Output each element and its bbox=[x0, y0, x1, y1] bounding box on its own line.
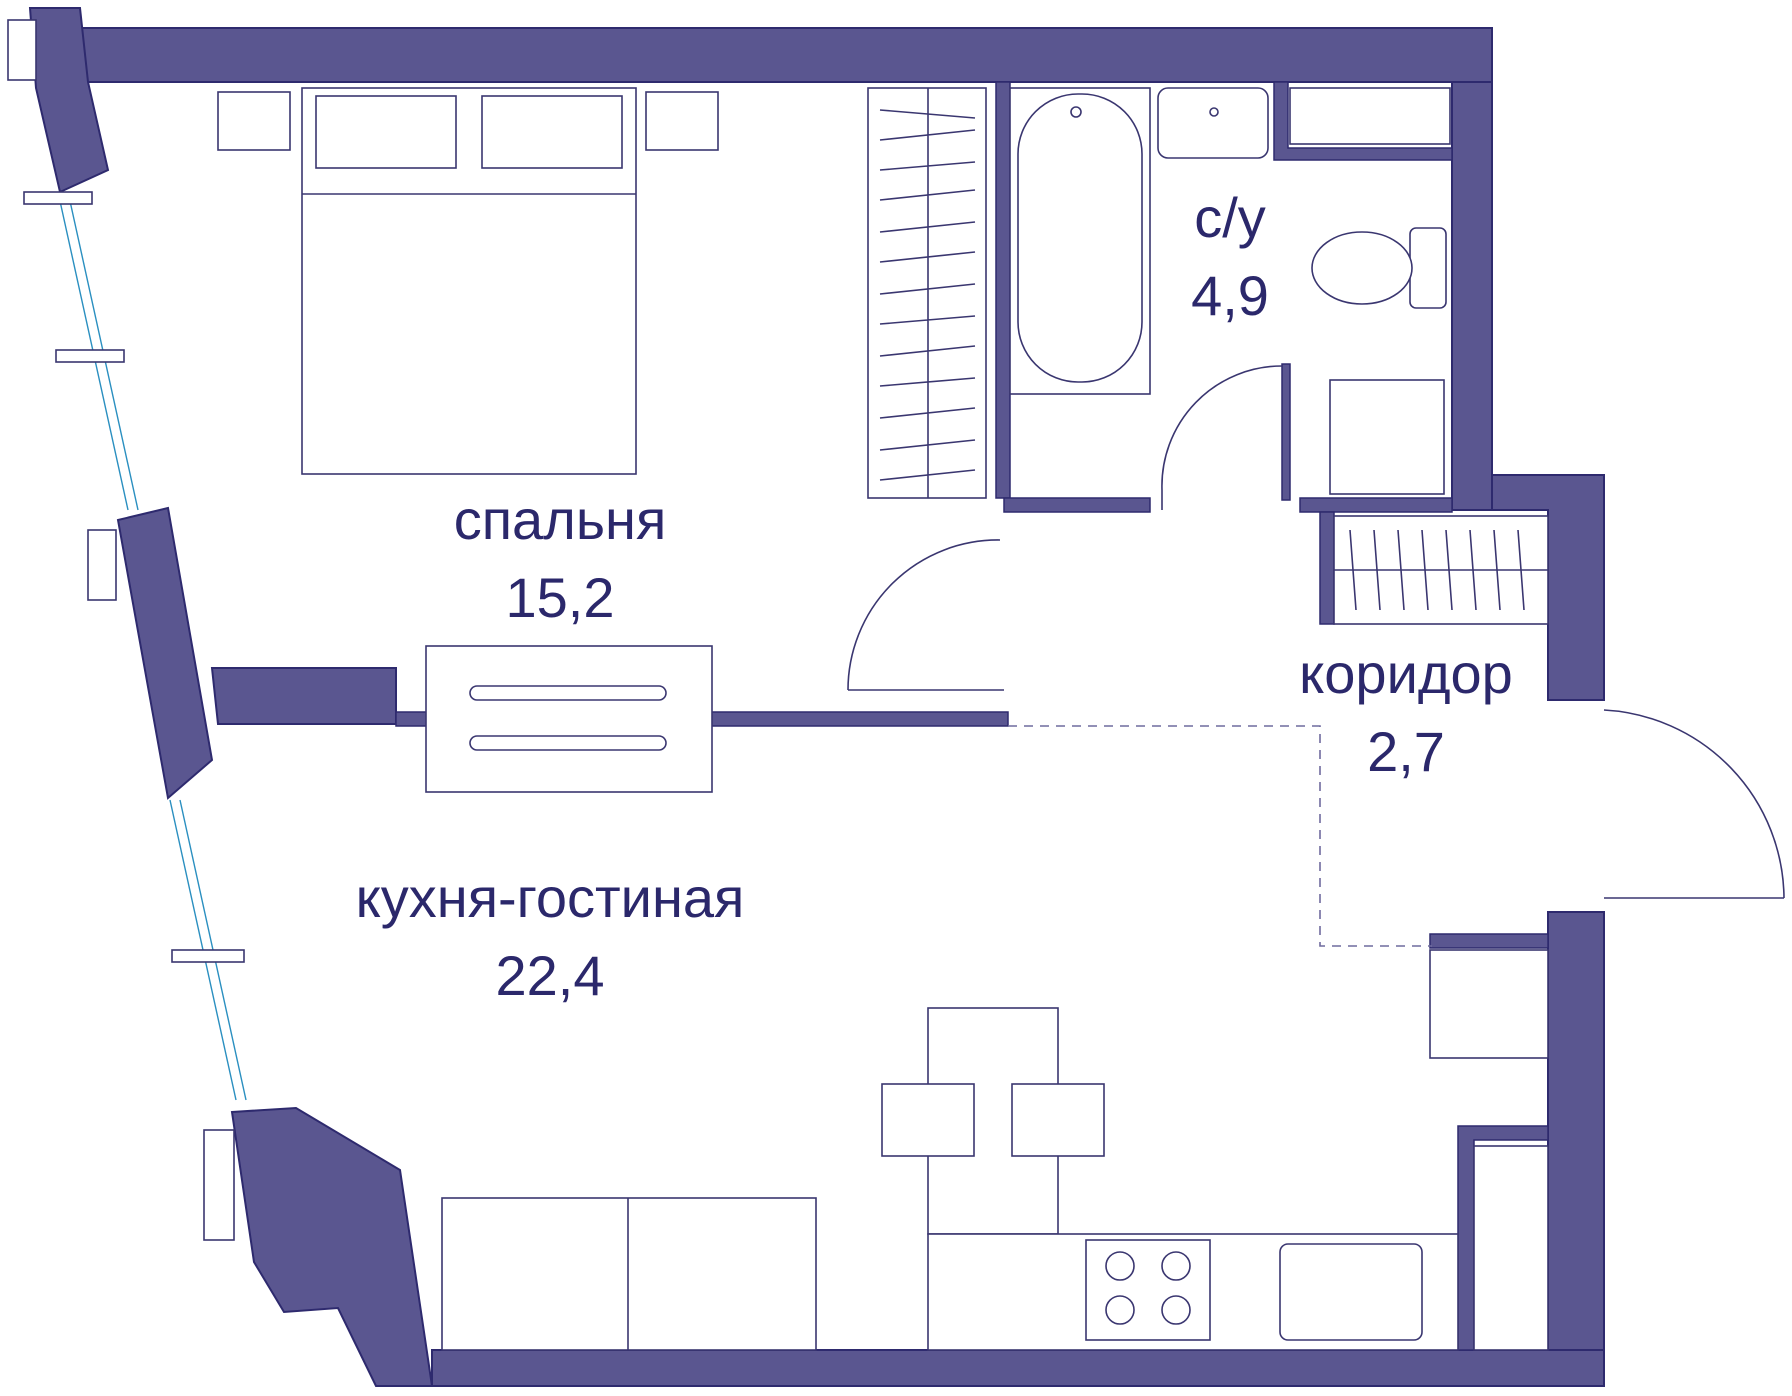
hob bbox=[1085, 1239, 1211, 1341]
room-name: коридор bbox=[1299, 642, 1513, 705]
room-name: кухня-гостиная bbox=[355, 866, 745, 929]
hob-burner-3 bbox=[1105, 1295, 1135, 1325]
toilet-tank bbox=[1409, 227, 1447, 309]
washbasin-drain bbox=[1209, 107, 1219, 117]
bathtub-drain bbox=[1070, 106, 1082, 118]
sofa bbox=[441, 1197, 817, 1351]
room-label-bathroom: с/у 4,9 bbox=[1160, 190, 1300, 324]
dresser-handle-top bbox=[469, 685, 667, 701]
fridge bbox=[1429, 949, 1549, 1059]
window-frame-2 bbox=[23, 191, 93, 205]
room-area: 2,7 bbox=[1367, 720, 1445, 783]
wall-partition-stub bbox=[210, 667, 397, 725]
room-label-corridor: коридор 2,7 bbox=[1256, 646, 1556, 780]
wardrobe-hangers bbox=[879, 88, 976, 498]
window-frame-6 bbox=[203, 1129, 235, 1241]
hob-burner-2 bbox=[1161, 1251, 1191, 1281]
bedroom-furniture bbox=[217, 87, 1004, 793]
bathroom-door-swing bbox=[1161, 365, 1283, 491]
chair-left bbox=[881, 1083, 975, 1157]
toilet-bowl bbox=[1311, 231, 1413, 305]
dresser-handle-bottom bbox=[469, 735, 667, 751]
room-area: 22,4 bbox=[495, 944, 605, 1007]
room-name: с/у bbox=[1194, 186, 1266, 249]
wall-bath-bottom-right bbox=[1299, 497, 1453, 513]
wall-top bbox=[74, 27, 1493, 83]
windows bbox=[7, 19, 247, 1241]
room-area: 15,2 bbox=[505, 566, 615, 629]
room-label-bedroom: спальня 15,2 bbox=[420, 492, 700, 626]
wall-niche bbox=[1273, 81, 1453, 161]
hob-burner-1 bbox=[1105, 1251, 1135, 1281]
bathtub-inner bbox=[1017, 93, 1143, 383]
wall-bath-bottom bbox=[1003, 497, 1151, 513]
window-frame-5 bbox=[171, 949, 245, 963]
corridor-hangers bbox=[1334, 529, 1548, 611]
bathroom-furniture bbox=[1009, 87, 1451, 510]
wall-bottom bbox=[431, 1349, 1605, 1387]
wall-top-left-column bbox=[28, 7, 110, 194]
wall-closet-side bbox=[1319, 511, 1335, 625]
zone-boundary bbox=[1008, 725, 1432, 947]
pillow-right bbox=[481, 95, 623, 169]
nightstand-right bbox=[645, 91, 719, 151]
window-frame-4 bbox=[87, 529, 117, 601]
room-label-kitchen-living: кухня-гостиная 22,4 bbox=[290, 870, 810, 1004]
cabinet-niche bbox=[1289, 87, 1451, 145]
wall-left-column bbox=[116, 506, 214, 800]
window-frame-3 bbox=[55, 349, 125, 363]
room-area: 4,9 bbox=[1191, 264, 1269, 327]
washing-machine bbox=[1329, 379, 1445, 495]
window-frame-1 bbox=[7, 19, 37, 81]
corridor bbox=[1008, 515, 1785, 947]
washbasin bbox=[1157, 87, 1269, 159]
entrance-door-swing bbox=[1603, 709, 1785, 899]
wall-kitchen-side bbox=[1429, 933, 1549, 949]
wall-right-lower bbox=[1547, 911, 1605, 1387]
kitchen-living-furniture bbox=[441, 949, 1549, 1351]
wall-bottom-left bbox=[230, 1106, 434, 1387]
room-name: спальня bbox=[453, 488, 667, 551]
pillow-left bbox=[315, 95, 457, 169]
hob-burner-4 bbox=[1161, 1295, 1191, 1325]
chair-right bbox=[1011, 1083, 1105, 1157]
wall-bath-left bbox=[995, 81, 1011, 499]
walls bbox=[28, 7, 1605, 1387]
kitchen-sink bbox=[1279, 1243, 1423, 1341]
wall-right-upper bbox=[1451, 81, 1493, 511]
kitchen-cabinet bbox=[1473, 1145, 1549, 1351]
wall-bath-door-post bbox=[1281, 363, 1291, 501]
bedroom-door-swing bbox=[847, 539, 1001, 691]
nightstand-left bbox=[217, 91, 291, 151]
dresser bbox=[425, 645, 713, 793]
